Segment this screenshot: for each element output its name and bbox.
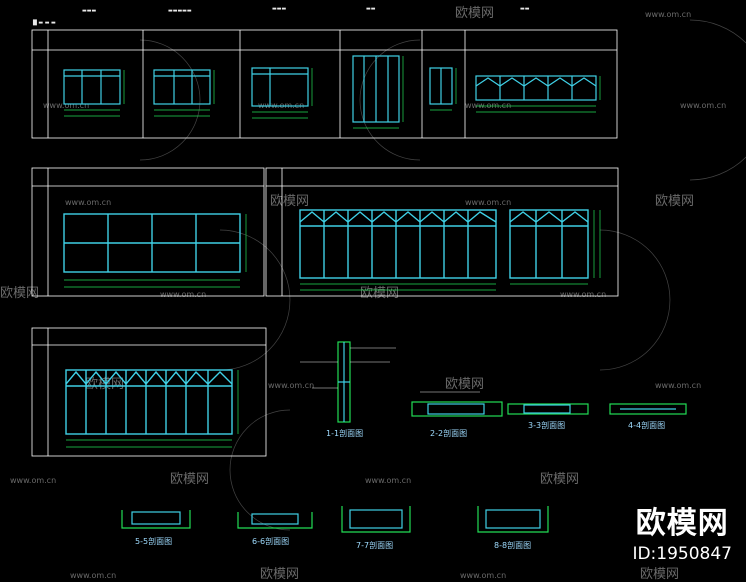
dimension-lines (66, 370, 239, 448)
svg-text:▬▬: ▬▬ (520, 6, 530, 12)
section-detail-4-4 (609, 403, 687, 415)
section-label: 7-7剖面图 (356, 540, 393, 550)
wm-url: www.om.cn (465, 198, 511, 207)
section-label: 4-4剖面图 (628, 420, 665, 430)
section-detail-3-3 (507, 403, 589, 415)
wm-url: www.om.cn (680, 101, 726, 110)
wm-url: www.om.cn (65, 198, 111, 207)
wm-url: www.om.cn (10, 476, 56, 485)
section-label: 6-6剖面图 (252, 536, 289, 546)
table-1-headers: █ ▬ ▬ ▬ ▬▬▬ ▬▬▬▬▬ ▬▬▬ ▬▬ ▬▬ (32, 6, 530, 26)
section-label: 1-1剖面图 (326, 428, 363, 438)
wm-brand: 欧模网 (445, 377, 484, 392)
window-elevation (509, 209, 589, 279)
section-detail-6-6 (237, 512, 313, 529)
wm-brand: 欧模网 (0, 286, 39, 301)
dimension-lines (64, 214, 247, 288)
wm-brand: 欧模网 (85, 377, 124, 392)
section-label: 2-2剖面图 (430, 428, 467, 438)
window-elevation (153, 69, 211, 105)
window-schedule-table-3 (265, 167, 619, 297)
wm-brand: 欧模网 (655, 194, 694, 209)
wm-brand: 欧模网 (260, 567, 299, 582)
wm-brand: 欧模网 (360, 286, 399, 301)
section-label: 5-5剖面图 (135, 536, 172, 546)
window-elevation (299, 209, 497, 279)
wm-url: www.om.cn (645, 10, 691, 19)
table-title: █ ▬ ▬ ▬ (32, 19, 56, 26)
svg-text:▬▬: ▬▬ (366, 6, 376, 12)
wm-url: www.om.cn (460, 571, 506, 580)
window-schedule-table-4 (31, 327, 267, 457)
window-schedule-table-1 (31, 29, 618, 139)
section-detail-7-7 (341, 506, 411, 533)
section-detail-2-2 (411, 391, 503, 417)
window-elevation (63, 69, 121, 105)
section-detail-5-5 (121, 510, 191, 529)
wm-url: www.om.cn (43, 101, 89, 110)
window-elevation (352, 55, 400, 123)
wm-brand: 欧模网 (270, 194, 309, 209)
wm-brand: 欧模网 (640, 567, 679, 582)
wm-url: www.om.cn (560, 290, 606, 299)
section-label: 8-8剖面图 (494, 540, 531, 550)
section-detail-8-8 (477, 506, 549, 533)
window-elevation (251, 67, 309, 107)
svg-text:▬▬▬: ▬▬▬ (272, 6, 286, 12)
wm-url: www.om.cn (465, 101, 511, 110)
window-elevation (429, 67, 453, 105)
window-elevation (475, 75, 597, 101)
wm-url: www.om.cn (268, 381, 314, 390)
wm-url: www.om.cn (655, 381, 701, 390)
watermark-id-text: ID:1950847 (632, 544, 732, 564)
watermark-badge: 欧模网 ID:1950847 (632, 498, 732, 564)
dimension-lines (64, 56, 601, 129)
section-label: 3-3剖面图 (528, 420, 565, 430)
dimension-lines (300, 210, 601, 291)
wm-url: www.om.cn (160, 290, 206, 299)
section-label-group: 1-1剖面图 2-2剖面图 3-3剖面图 4-4剖面图 5-5剖面图 6-6剖面… (135, 420, 665, 550)
svg-text:▬▬▬: ▬▬▬ (82, 8, 96, 14)
wm-brand: 欧模网 (170, 472, 209, 487)
watermark-brand-text: 欧模网 (635, 506, 729, 541)
wm-brand: 欧模网 (540, 472, 579, 487)
window-schedule-table-2 (31, 167, 265, 297)
window-elevation (65, 369, 233, 435)
section-detail-1-1 (300, 341, 396, 423)
window-elevation (63, 213, 241, 273)
wm-brand: 欧模网 (455, 6, 494, 21)
wm-url: www.om.cn (70, 571, 116, 580)
wm-url: www.om.cn (365, 476, 411, 485)
svg-text:▬▬▬▬▬: ▬▬▬▬▬ (168, 8, 192, 14)
